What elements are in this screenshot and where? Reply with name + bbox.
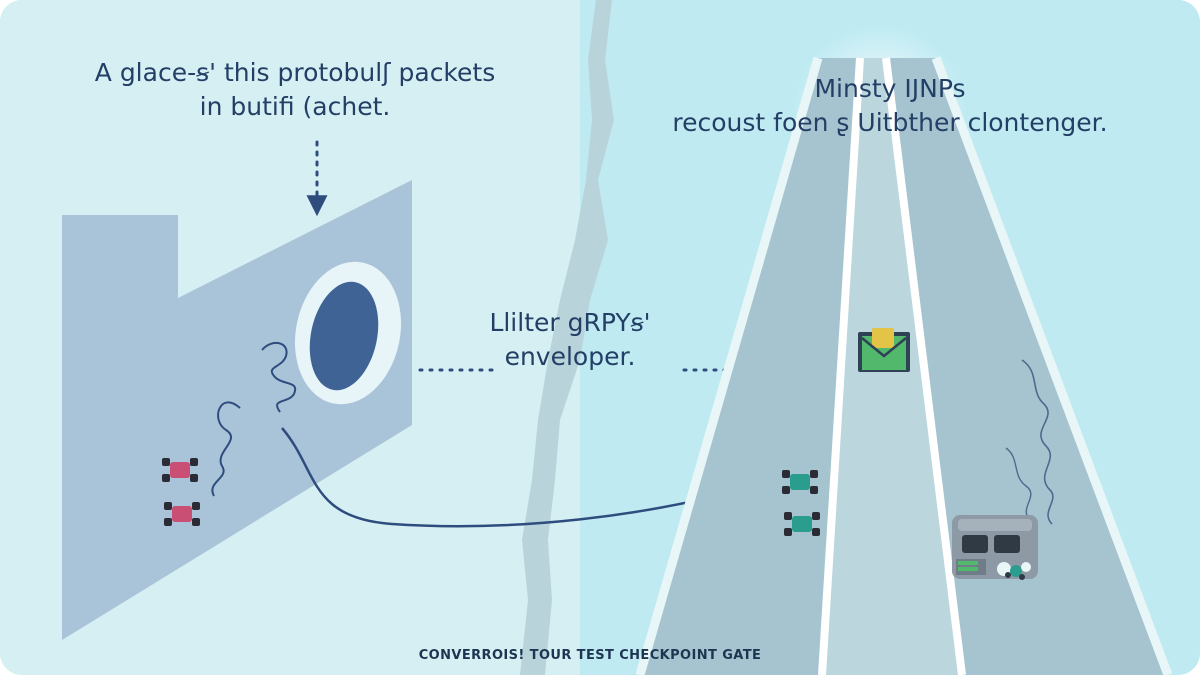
right-wisp-scribble [1005, 447, 1032, 521]
road-edge-right [931, 56, 1173, 675]
right-wisp-scribble [1021, 359, 1054, 525]
packet-teal-icon [782, 470, 818, 494]
right-caption: Minsty IJNPs recoust foen ʂ Uitbther clo… [610, 72, 1170, 140]
left-caption-line-1: A glace-ꞩ' this protobulʃ packets [94, 58, 496, 87]
portal-wisp-scribble [261, 341, 297, 413]
footer-caption: CONVERROIS! TOUR TEST CHECKPOINT GATE [418, 648, 762, 663]
portal-icon [294, 261, 402, 405]
middle-caption: Llilter gRPYꞩ' enveloper. [430, 306, 710, 374]
checkpoint-gate-icon [952, 515, 1038, 580]
right-caption-line-1: Minsty IJNPs [814, 74, 966, 103]
lane-line-left [818, 57, 864, 675]
road-edge-left [635, 56, 823, 675]
left-wisp-scribble [211, 401, 241, 497]
torn-divider [520, 0, 614, 675]
lane-line-right [882, 57, 966, 675]
left-caption: A glace-ꞩ' this protobulʃ packets in but… [60, 56, 530, 124]
packet-pink-icon [162, 458, 198, 482]
envelope-icon [858, 328, 910, 372]
left-caption-line-2: in butifi (achet. [199, 92, 391, 121]
packet-teal-icon [784, 512, 820, 536]
packet-pink-icon [164, 502, 200, 526]
right-caption-line-2: recoust foen ʂ Uitbther clontenger. [672, 108, 1108, 137]
middle-caption-line-1: Llilter gRPYꞩ' [489, 308, 651, 337]
curved-arrow [281, 427, 780, 528]
middle-caption-line-2: enveloper. [504, 342, 636, 371]
